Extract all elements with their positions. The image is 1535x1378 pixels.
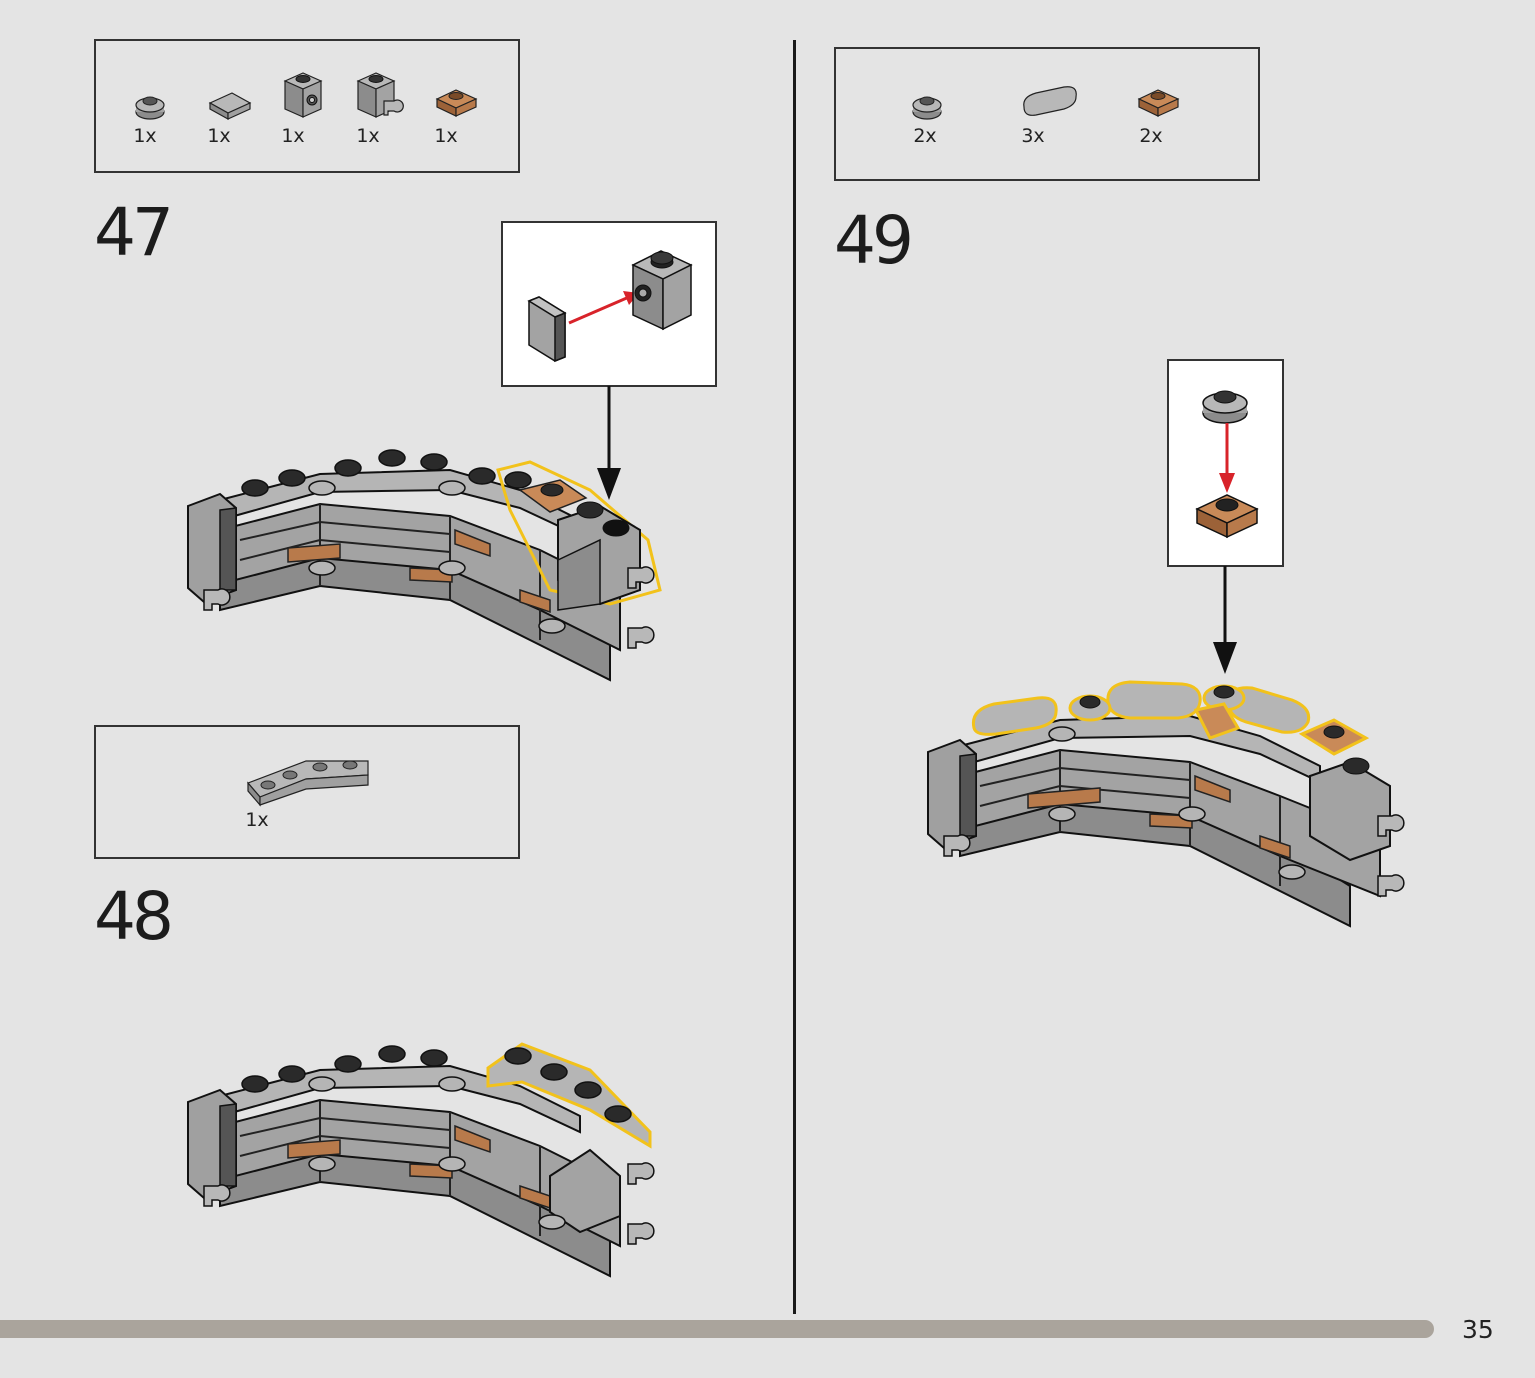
- part-qty: 1x: [245, 809, 269, 831]
- part-qty: 2x: [913, 125, 937, 147]
- brick-with-clip-icon: [356, 72, 404, 118]
- part-qty: 1x: [281, 125, 305, 147]
- rounded-tile-icon: [1023, 86, 1077, 116]
- callout-step-47: [501, 221, 717, 387]
- plate-1x1-brown-icon: [1137, 89, 1180, 117]
- page-number: 35: [1462, 1315, 1494, 1344]
- part-qty: 1x: [207, 125, 231, 147]
- parts-list-step-49: 2x 3x 2x: [834, 47, 1260, 181]
- part-qty: 1x: [356, 125, 380, 147]
- page-divider: [793, 40, 796, 1314]
- brick-with-stud-side-icon: [283, 72, 323, 118]
- progress-bar: [0, 1320, 1434, 1338]
- plate-1x1-brown-icon: [1195, 494, 1259, 539]
- model-assembly-step-49: [927, 680, 1405, 928]
- part-qty: 1x: [133, 125, 157, 147]
- model-assembly-step-47: [187, 449, 662, 682]
- part-qty: 3x: [1021, 125, 1045, 147]
- parts-list-step-48: 1x: [94, 725, 520, 859]
- tile-icon: [208, 92, 252, 121]
- tile-icon: [527, 296, 567, 363]
- callout-arrow-icon: [1213, 566, 1237, 674]
- model-assembly-step-48: [187, 1042, 655, 1278]
- round-plate-icon: [912, 96, 942, 120]
- round-plate-icon: [135, 96, 165, 120]
- parts-list-step-47: 1x 1x 1x 1x 1x: [94, 39, 520, 173]
- assembly-arrow-icon: [1219, 423, 1235, 493]
- callout-step-49: [1167, 359, 1284, 567]
- step-number-49: 49: [834, 202, 914, 279]
- plate-1x1-brown-icon: [435, 89, 478, 117]
- callout-arrow-icon: [597, 386, 621, 500]
- part-qty: 1x: [434, 125, 458, 147]
- step-number-47: 47: [94, 194, 174, 271]
- part-qty: 2x: [1139, 125, 1163, 147]
- wedge-plate-icon: [246, 760, 369, 807]
- step-number-48: 48: [94, 878, 174, 955]
- round-plate-icon: [1202, 390, 1248, 424]
- brick-with-stud-side-icon: [631, 250, 693, 331]
